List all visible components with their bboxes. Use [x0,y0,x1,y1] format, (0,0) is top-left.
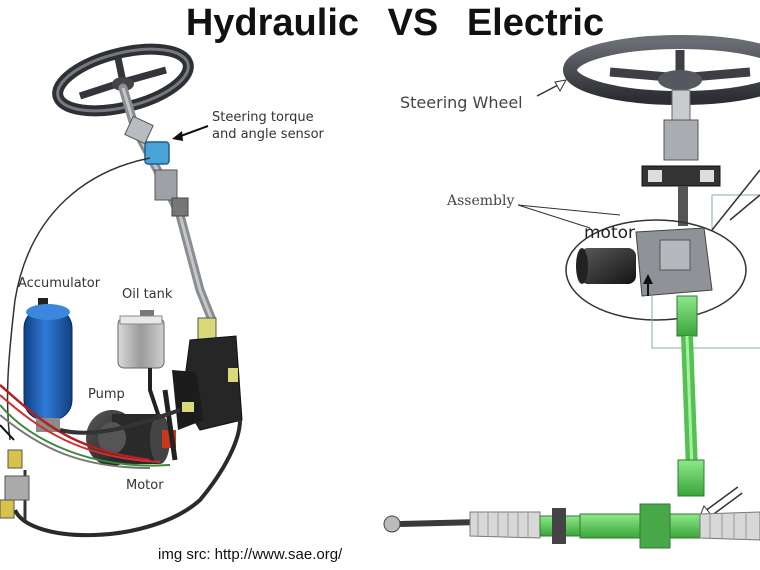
torque-sensor [144,141,189,217]
electric-motor [576,227,713,297]
assembly-outline [565,219,747,321]
hydraulic-steering-gear [162,317,243,461]
hydraulic-motor-label: Motor [126,478,164,493]
image-source-credit: img src: http://www.sae.org/ [158,546,343,563]
oil-tank-label: Oil tank [122,287,173,302]
pump-label: Pump [88,387,125,402]
accumulator-label: Accumulator [18,276,101,291]
electric-motor-label: motor [584,223,636,243]
electric-steering-rack [383,503,760,549]
hydraulic-steering-wheel [52,43,194,117]
torque-sensor-label-line1: Steering torque [212,110,314,125]
assembly-label: Assembly [447,193,515,209]
hydraulic-system [0,43,243,538]
electric-system [383,35,760,549]
electric-steering-wheel [563,35,760,105]
torque-sensor-label-line2: and angle sensor [212,127,324,142]
steering-wheel-label: Steering Wheel [400,93,523,112]
page-title: Hydraulic VS Electric [185,2,605,44]
oil-tank [117,310,165,421]
